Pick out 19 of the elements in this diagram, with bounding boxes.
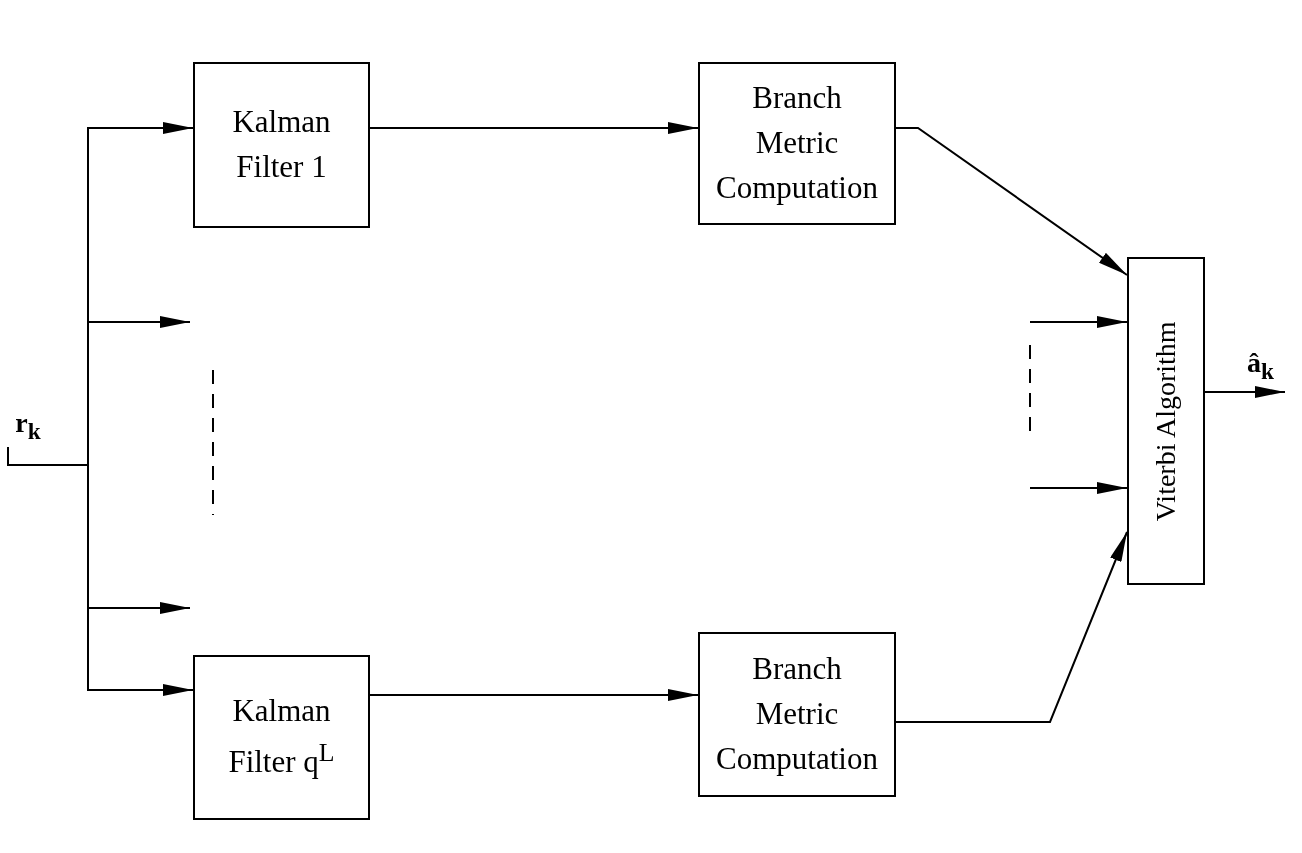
node-text: Branch Metric Computation: [715, 650, 879, 778]
node-text: Viterbi Algorithm: [1148, 321, 1182, 521]
process-box: [698, 62, 896, 225]
arrow: [369, 689, 699, 701]
arrow: [7, 446, 194, 696]
arrow: [895, 127, 1128, 276]
arrow: [895, 531, 1128, 723]
arrow: [1029, 316, 1128, 328]
process-box: [1127, 257, 1205, 585]
arrow: [369, 122, 699, 134]
arrow: [1029, 482, 1128, 494]
arrow: [1204, 386, 1286, 398]
node-text: r$_{k}$: [15, 406, 41, 446]
node-text: Kalman Filter 1: [231, 103, 332, 186]
process-box: [698, 632, 896, 797]
process-box: [193, 655, 370, 820]
node-text: Branch Metric Computation: [715, 79, 879, 207]
process-box: [193, 62, 370, 228]
node-text: Kalman Filter q$^{L}$: [227, 692, 336, 782]
